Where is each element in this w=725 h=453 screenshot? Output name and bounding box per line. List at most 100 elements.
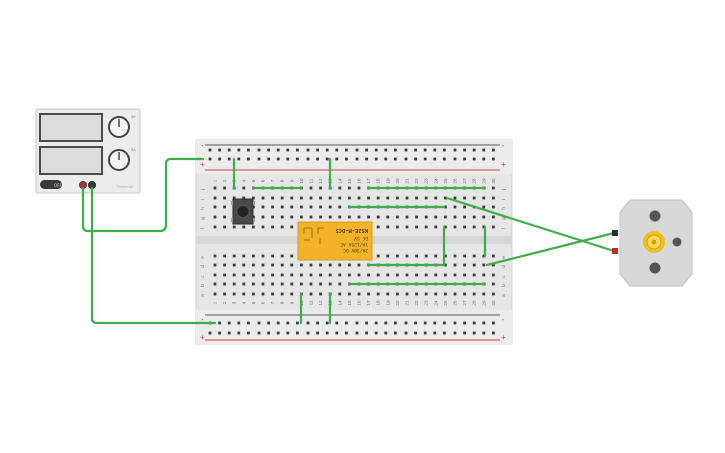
terminal-hole[interactable] (444, 292, 447, 296)
terminal-hole[interactable] (290, 282, 294, 286)
rail-hole[interactable] (404, 148, 408, 152)
rail-hole[interactable] (365, 321, 368, 325)
terminal-hole[interactable] (319, 292, 322, 296)
terminal-hole[interactable] (242, 196, 246, 200)
rail-hole[interactable] (208, 148, 212, 152)
terminal-hole[interactable] (290, 196, 294, 200)
terminal-hole[interactable] (472, 215, 476, 219)
terminal-hole[interactable] (338, 196, 342, 200)
rail-hole[interactable] (374, 321, 378, 325)
terminal-hole[interactable] (309, 186, 313, 190)
rail-hole[interactable] (463, 331, 466, 335)
rail-hole[interactable] (296, 331, 299, 335)
rail-hole[interactable] (443, 331, 446, 335)
terminal-hole[interactable] (453, 225, 457, 229)
terminal-hole[interactable] (242, 282, 246, 286)
terminal-hole[interactable] (482, 205, 486, 209)
terminal-hole[interactable] (367, 196, 370, 200)
terminal-hole[interactable] (328, 263, 332, 267)
rail-hole[interactable] (306, 148, 310, 152)
rail-hole[interactable] (208, 157, 212, 161)
terminal-hole[interactable] (405, 273, 409, 277)
terminal-hole[interactable] (252, 254, 255, 258)
terminal-hole[interactable] (213, 282, 217, 286)
terminal-hole[interactable] (367, 292, 370, 296)
rail-hole[interactable] (355, 157, 359, 161)
terminal-hole[interactable] (252, 225, 255, 229)
rail-hole[interactable] (218, 331, 221, 335)
terminal-hole[interactable] (290, 254, 294, 258)
terminal-hole[interactable] (223, 215, 226, 219)
terminal-hole[interactable] (280, 196, 284, 200)
terminal-hole[interactable] (396, 225, 399, 229)
terminal-hole[interactable] (348, 186, 351, 190)
rail-hole[interactable] (482, 321, 486, 325)
terminal-hole[interactable] (300, 273, 303, 277)
terminal-hole[interactable] (280, 273, 284, 277)
rail-hole[interactable] (247, 157, 250, 161)
rail-hole[interactable] (492, 148, 495, 152)
terminal-hole[interactable] (319, 196, 322, 200)
terminal-hole[interactable] (463, 196, 466, 200)
terminal-hole[interactable] (232, 292, 236, 296)
terminal-hole[interactable] (453, 292, 457, 296)
rail-hole[interactable] (267, 331, 270, 335)
relay[interactable]: 2A/30V DC 1A/125V AC DC 5V KS2E-M-DC5 (297, 221, 373, 261)
terminal-hole[interactable] (280, 282, 284, 286)
terminal-hole[interactable] (242, 225, 246, 229)
terminal-hole[interactable] (252, 292, 255, 296)
terminal-hole[interactable] (453, 205, 457, 209)
terminal-hole[interactable] (319, 282, 322, 286)
rail-hole[interactable] (227, 148, 231, 152)
rail-hole[interactable] (384, 321, 388, 325)
rail-hole[interactable] (325, 157, 329, 161)
terminal-hole[interactable] (223, 225, 226, 229)
rail-hole[interactable] (404, 331, 408, 335)
terminal-hole[interactable] (492, 292, 495, 296)
terminal-hole[interactable] (271, 225, 274, 229)
terminal-hole[interactable] (444, 215, 447, 219)
rail-hole[interactable] (355, 321, 359, 325)
rail-hole[interactable] (218, 321, 221, 325)
rail-hole[interactable] (463, 157, 466, 161)
terminal-hole[interactable] (223, 254, 226, 258)
terminal-hole[interactable] (338, 263, 342, 267)
terminal-hole[interactable] (309, 292, 313, 296)
terminal-hole[interactable] (386, 254, 390, 258)
terminal-hole[interactable] (386, 273, 390, 277)
terminal-hole[interactable] (280, 254, 284, 258)
rail-hole[interactable] (482, 148, 486, 152)
terminal-hole[interactable] (213, 254, 217, 258)
terminal-hole[interactable] (472, 196, 476, 200)
terminal-hole[interactable] (348, 292, 351, 296)
terminal-hole[interactable] (271, 196, 274, 200)
terminal-hole[interactable] (261, 282, 265, 286)
terminal-hole[interactable] (482, 292, 486, 296)
terminal-hole[interactable] (367, 215, 370, 219)
rail-hole[interactable] (267, 148, 270, 152)
terminal-hole[interactable] (309, 282, 313, 286)
terminal-hole[interactable] (338, 215, 342, 219)
rail-hole[interactable] (453, 321, 457, 325)
rail-hole[interactable] (433, 157, 437, 161)
rail-hole[interactable] (443, 157, 446, 161)
terminal-hole[interactable] (463, 273, 466, 277)
rail-hole[interactable] (296, 321, 299, 325)
terminal-hole[interactable] (223, 196, 226, 200)
terminal-hole[interactable] (405, 292, 409, 296)
terminal-hole[interactable] (453, 215, 457, 219)
terminal-hole[interactable] (213, 186, 217, 190)
rail-hole[interactable] (384, 331, 388, 335)
terminal-hole[interactable] (252, 196, 255, 200)
rail-hole[interactable] (374, 331, 378, 335)
rail-hole[interactable] (394, 157, 397, 161)
power-supply[interactable]: 30 5A OFF Tinkercad (35, 108, 141, 194)
rail-hole[interactable] (306, 331, 310, 335)
terminal-hole[interactable] (223, 205, 226, 209)
terminal-hole[interactable] (348, 215, 351, 219)
terminal-hole[interactable] (328, 282, 332, 286)
terminal-hole[interactable] (232, 273, 236, 277)
wire-supply-negative[interactable] (81, 157, 205, 233)
rail-hole[interactable] (306, 157, 310, 161)
terminal-hole[interactable] (453, 263, 457, 267)
